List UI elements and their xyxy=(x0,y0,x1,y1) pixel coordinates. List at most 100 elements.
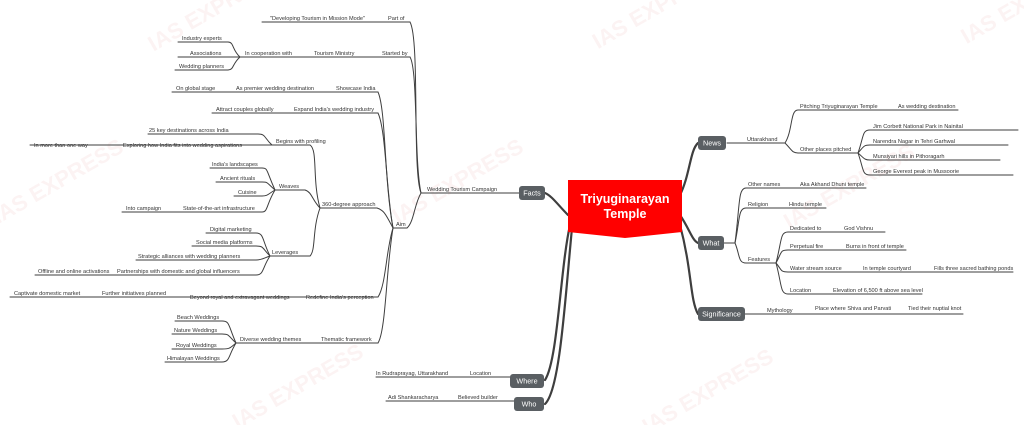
topic-place[interactable]: Place where Shiva and Parvati xyxy=(815,306,891,312)
topic-hindu[interactable]: Hindu temple xyxy=(789,202,822,208)
connector xyxy=(309,207,321,257)
topic-more-than[interactable]: In more than one way xyxy=(34,143,88,149)
topic-expand[interactable]: Expand India's wedding industry xyxy=(294,107,374,113)
topic-cooperation[interactable]: In cooperation with xyxy=(245,51,292,57)
topic-features[interactable]: Features xyxy=(748,257,770,263)
topic-royal[interactable]: Royal Weddings xyxy=(176,343,217,349)
category-where[interactable]: Where xyxy=(510,374,544,388)
topic-builder-value[interactable]: Adi Shankaracharya xyxy=(388,395,439,401)
central-topic[interactable]: Triyuginarayan Temple xyxy=(568,180,682,238)
topic-further[interactable]: Further initiatives planned xyxy=(102,291,166,297)
connector xyxy=(775,249,789,264)
topic-destinations[interactable]: 25 key destinations across India xyxy=(149,128,229,134)
connector xyxy=(304,189,321,209)
topic-beach[interactable]: Beach Weddings xyxy=(177,315,219,321)
topic-stream[interactable]: Water stream source xyxy=(790,266,842,272)
connector xyxy=(255,232,271,257)
topic-other-places[interactable]: Other places pitched xyxy=(800,147,851,153)
topic-ministry[interactable]: Tourism Ministry xyxy=(314,51,355,57)
topic-himalayan[interactable]: Himalayan Weddings xyxy=(167,356,220,362)
topic-beyond[interactable]: Beyond royal and extravagant weddings xyxy=(190,295,290,301)
topic-redefine[interactable]: Redefine India's perception xyxy=(306,295,374,301)
topic-global-stage[interactable]: On global stage xyxy=(176,86,215,92)
topic-offline[interactable]: Offline and online activations xyxy=(38,269,110,275)
topic-diverse[interactable]: Diverse wedding themes xyxy=(240,337,301,343)
category-facts[interactable]: Facts xyxy=(519,186,545,200)
topic-tied[interactable]: Tied their nuptial knot xyxy=(908,306,962,312)
connector xyxy=(221,342,237,363)
topic-religion[interactable]: Religion xyxy=(748,202,768,208)
topic-part-of[interactable]: Part of xyxy=(388,16,405,22)
topic-dedicated[interactable]: Dedicated to xyxy=(790,226,821,232)
topic-as-destination[interactable]: As wedding destination xyxy=(898,104,956,110)
connector xyxy=(857,152,871,176)
topic-everest[interactable]: George Everest peak in Mussoorie xyxy=(873,169,959,175)
topic-approach[interactable]: 360-degree approach xyxy=(322,202,376,208)
topic-cuisine[interactable]: Cuisine xyxy=(238,190,257,196)
category-label: Where xyxy=(516,377,537,386)
topic-attract[interactable]: Attract couples globally xyxy=(216,107,274,113)
topic-burns[interactable]: Burns in front of temple xyxy=(846,244,904,250)
topic-social[interactable]: Social media platforms xyxy=(196,240,253,246)
connector xyxy=(261,189,276,197)
topic-fills[interactable]: Fills three sacred bathing ponds xyxy=(934,266,1013,272)
topic-leverages[interactable]: Leverages xyxy=(272,250,298,256)
topic-begins[interactable]: Begins with profiling xyxy=(276,139,326,145)
topic-nature[interactable]: Nature Weddings xyxy=(174,328,217,334)
topic-thematic[interactable]: Thematic framework xyxy=(321,337,372,343)
topic-other-names[interactable]: Other names xyxy=(748,182,781,188)
topic-campaign[interactable]: Wedding Tourism Campaign xyxy=(427,187,497,193)
topic-elevation[interactable]: Elevation of 6,500 ft above sea level xyxy=(833,288,923,294)
topic-premier[interactable]: As premier wedding destination xyxy=(236,86,314,92)
category-news[interactable]: News xyxy=(698,136,726,150)
topic-landscapes[interactable]: India's landscapes xyxy=(212,162,258,168)
topic-started-by[interactable]: Started by xyxy=(382,51,408,57)
connector xyxy=(377,227,394,298)
topic-associations[interactable]: Associations xyxy=(190,51,222,57)
who-topics: Believed builder Adi Shankaracharya xyxy=(388,395,498,401)
connector xyxy=(309,144,321,209)
topic-pitching[interactable]: Pitching Triyuginarayan Temple xyxy=(800,104,878,110)
connector xyxy=(406,192,422,229)
topic-showcase[interactable]: Showcase India xyxy=(336,86,376,92)
topic-believed-builder[interactable]: Believed builder xyxy=(458,395,498,401)
topic-uttarakhand[interactable]: Uttarakhand xyxy=(747,137,777,143)
topic-industry-experts[interactable]: Industry experts xyxy=(182,36,222,42)
category-what[interactable]: What xyxy=(698,236,724,250)
topic-vishnu[interactable]: God Vishnu xyxy=(844,226,873,232)
category-significance[interactable]: Significance xyxy=(698,307,745,321)
topic-developing[interactable]: "Developing Tourism in Mission Mode" xyxy=(270,16,365,22)
topic-into-campaign[interactable]: Into campaign xyxy=(126,206,161,212)
topic-mythology[interactable]: Mythology xyxy=(767,308,793,314)
topic-narendra[interactable]: Narendra Nagar in Tehri Garhwal xyxy=(873,139,955,145)
topic-location[interactable]: Location xyxy=(470,371,491,377)
category-label: News xyxy=(703,139,721,148)
topic-digital[interactable]: Digital marketing xyxy=(210,227,252,233)
connector xyxy=(377,112,394,229)
connector xyxy=(857,129,871,154)
topic-courtyard[interactable]: In temple courtyard xyxy=(863,266,911,272)
topic-aka[interactable]: Aka Akhand Dhuni temple xyxy=(800,182,864,188)
topic-what-location[interactable]: Location xyxy=(790,288,811,294)
connector xyxy=(221,342,237,350)
watermark: IAS EXPRESS xyxy=(144,0,284,56)
connector xyxy=(255,255,271,261)
topic-captivate[interactable]: Captivate domestic market xyxy=(14,291,81,297)
branch-where xyxy=(543,223,572,382)
category-who[interactable]: Who xyxy=(514,397,544,411)
topic-munsiyari[interactable]: Munsiyari hills in Pithoragarh xyxy=(873,154,945,160)
topic-aim[interactable]: Aim xyxy=(396,222,406,228)
topic-alliances[interactable]: Strategic alliances with wedding planner… xyxy=(138,254,241,260)
topic-location-value[interactable]: In Rudraprayag, Uttarakhand xyxy=(376,371,448,377)
topic-exploring[interactable]: Exploring how India fits into wedding as… xyxy=(123,143,242,149)
what-topics: Other names Aka Akhand Dhuni temple Reli… xyxy=(748,182,1013,294)
topic-perpetual[interactable]: Perpetual fire xyxy=(790,244,823,250)
branch-facts xyxy=(543,191,570,217)
topic-partnerships[interactable]: Partnerships with domestic and global in… xyxy=(117,269,240,275)
topic-rituals[interactable]: Ancient rituals xyxy=(220,176,255,182)
topic-weaves[interactable]: Weaves xyxy=(279,184,299,190)
topic-wedding-planners[interactable]: Wedding planners xyxy=(179,64,224,70)
topic-infra[interactable]: State-of-the-art infrastructure xyxy=(183,206,255,212)
topic-corbett[interactable]: Jim Corbett National Park in Nainital xyxy=(873,124,963,130)
watermark: IAS EXPRESS xyxy=(228,339,368,425)
